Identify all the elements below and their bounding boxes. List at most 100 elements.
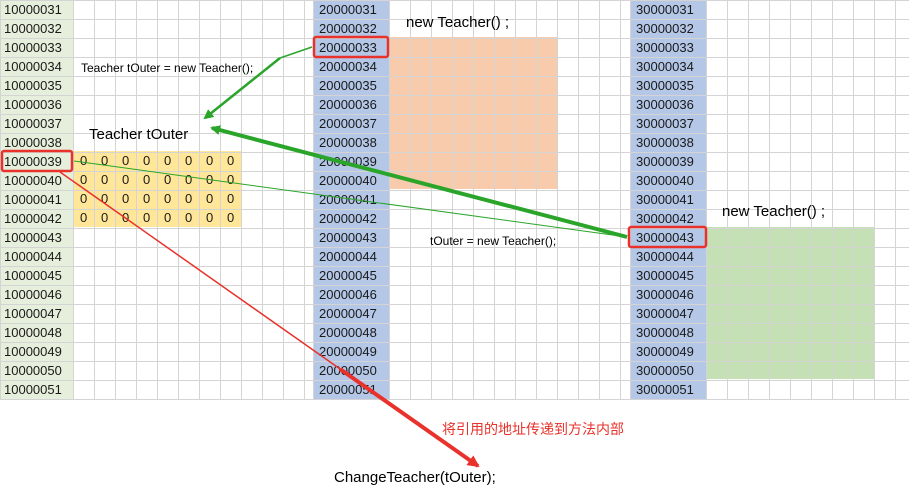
heap2-address-cell: 30000049 xyxy=(636,344,694,359)
stack-highlight-box xyxy=(0,149,74,173)
zero-cell: 0 xyxy=(122,191,129,206)
zero-cell: 0 xyxy=(227,210,234,225)
stack-column-fill xyxy=(0,0,73,399)
zero-cell: 0 xyxy=(206,210,213,225)
heap2-address-cell: 30000042 xyxy=(636,211,694,226)
new-teacher-label-2: new Teacher() ; xyxy=(722,203,825,220)
stack-address-cell: 10000049 xyxy=(4,344,62,359)
heap1-address-cell: 20000044 xyxy=(319,249,377,264)
pass-to-method-arrow-head xyxy=(338,367,480,468)
decl-from-heap1-line xyxy=(279,46,313,59)
zero-cell: 0 xyxy=(101,153,108,168)
zero-cell: 0 xyxy=(143,191,150,206)
heap1-address-cell: 20000032 xyxy=(319,21,377,36)
zero-cell: 0 xyxy=(164,172,171,187)
zero-cell: 0 xyxy=(80,191,87,206)
reassign-code-label: tOuter = new Teacher(); xyxy=(430,234,556,248)
heap1-address-cell: 20000037 xyxy=(319,116,377,131)
zero-cell: 0 xyxy=(164,153,171,168)
var-label: Teacher tOuter xyxy=(89,126,188,143)
heap1-address-cell: 20000035 xyxy=(319,78,377,93)
heap2-address-cell: 30000046 xyxy=(636,287,694,302)
zero-cell: 0 xyxy=(206,153,213,168)
stack-address-cell: 10000038 xyxy=(4,135,62,150)
heap1-address-cell: 20000038 xyxy=(319,135,377,150)
zero-cell: 0 xyxy=(101,210,108,225)
stack-address-cell: 10000036 xyxy=(4,97,62,112)
heap2-address-cell: 30000048 xyxy=(636,325,694,340)
pass-caption: 将引用的地址传递到方法内部 xyxy=(442,421,624,437)
heap1-address-column: 20000031 20000032 20000033 20000034 20000035… xyxy=(319,2,377,397)
heap2-address-cell: 30000032 xyxy=(636,21,694,36)
heap2-address-cell: 30000040 xyxy=(636,173,694,188)
heap1-address-cell: 20000031 xyxy=(319,2,377,17)
zero-cell: 0 xyxy=(122,153,129,168)
decl-to-var-arrow xyxy=(203,57,281,120)
heap2-address-cell: 30000043 xyxy=(636,230,694,245)
stack-address-cell: 10000047 xyxy=(4,306,62,321)
heap2-address-cell: 30000041 xyxy=(636,192,694,207)
stack-address-cell: 10000039 xyxy=(4,154,62,169)
heap2-address-cell: 30000050 xyxy=(636,363,694,378)
heap2-highlight-box xyxy=(627,225,708,249)
heap2-address-cell: 30000045 xyxy=(636,268,694,283)
heap1-address-cell: 20000046 xyxy=(319,287,377,302)
zero-cell: 0 xyxy=(227,172,234,187)
stack-address-cell: 10000035 xyxy=(4,78,62,93)
stack-address-cell: 10000032 xyxy=(4,21,62,36)
zero-cell: 0 xyxy=(101,172,108,187)
zero-cell: 0 xyxy=(101,191,108,206)
zero-cell: 0 xyxy=(185,210,192,225)
stack-address-cell: 10000050 xyxy=(4,363,62,378)
stack-address-cell: 10000045 xyxy=(4,268,62,283)
zero-cell: 0 xyxy=(227,191,234,206)
zero-cell: 0 xyxy=(185,172,192,187)
heap2-address-cell: 30000051 xyxy=(636,382,694,397)
teacher-zero-block: 00000000000000000000000000000000 xyxy=(80,153,234,225)
stack-address-cell: 10000046 xyxy=(4,287,62,302)
stack-address-cell: 10000048 xyxy=(4,325,62,340)
stack-address-cell: 10000033 xyxy=(4,40,62,55)
stack-address-column: 1000003110000032100000331000003410000035… xyxy=(4,2,62,397)
zero-cell: 0 xyxy=(143,210,150,225)
zero-cell: 0 xyxy=(185,153,192,168)
heap1-address-cell: 20000050 xyxy=(319,363,377,378)
heap2-column-fill xyxy=(630,0,706,399)
stack-to-heap2-thin-line xyxy=(73,160,628,238)
zero-cell: 0 xyxy=(227,153,234,168)
heap2-address-cell: 30000038 xyxy=(636,135,694,150)
heap1-address-cell: 20000039 xyxy=(319,154,377,169)
zero-cell: 0 xyxy=(80,172,87,187)
new-teacher-label-1: new Teacher() ; xyxy=(406,14,509,31)
heap1-address-cell: 20000047 xyxy=(319,306,377,321)
stack-address-cell: 10000034 xyxy=(4,59,62,74)
heap1-address-cell: 20000034 xyxy=(319,59,377,74)
reassign-arrow xyxy=(210,125,628,239)
zero-cell: 0 xyxy=(185,191,192,206)
heap2-address-cell: 30000037 xyxy=(636,116,694,131)
call-code-label: ChangeTeacher(tOuter); xyxy=(334,469,496,486)
heap2-address-cell: 30000044 xyxy=(636,249,694,264)
heap2-address-cell: 30000039 xyxy=(636,154,694,169)
memory-regions xyxy=(0,0,909,400)
heap2-address-cell: 30000035 xyxy=(636,78,694,93)
heap1-address-cell: 20000040 xyxy=(319,173,377,188)
stack-address-cell: 10000042 xyxy=(4,211,62,226)
heap1-address-cell: 20000049 xyxy=(319,344,377,359)
zero-cell: 0 xyxy=(164,191,171,206)
heap1-address-cell: 20000048 xyxy=(319,325,377,340)
heap2-address-cell: 30000047 xyxy=(636,306,694,321)
heap2-address-cell: 30000031 xyxy=(636,2,694,17)
stack-address-cell: 10000044 xyxy=(4,249,62,264)
heap1-address-cell: 20000036 xyxy=(319,97,377,112)
heap1-highlight-box xyxy=(312,35,390,59)
heap1-address-cell: 20000045 xyxy=(319,268,377,283)
heap2-address-cell: 30000036 xyxy=(636,97,694,112)
decl-code-label: Teacher tOuter = new Teacher(); xyxy=(81,61,253,75)
stack-address-cell: 10000043 xyxy=(4,230,62,245)
heap1-address-cell: 20000033 xyxy=(319,40,377,55)
zero-cell: 0 xyxy=(80,210,87,225)
zero-cell: 0 xyxy=(206,191,213,206)
stack-address-cell: 10000041 xyxy=(4,192,62,207)
